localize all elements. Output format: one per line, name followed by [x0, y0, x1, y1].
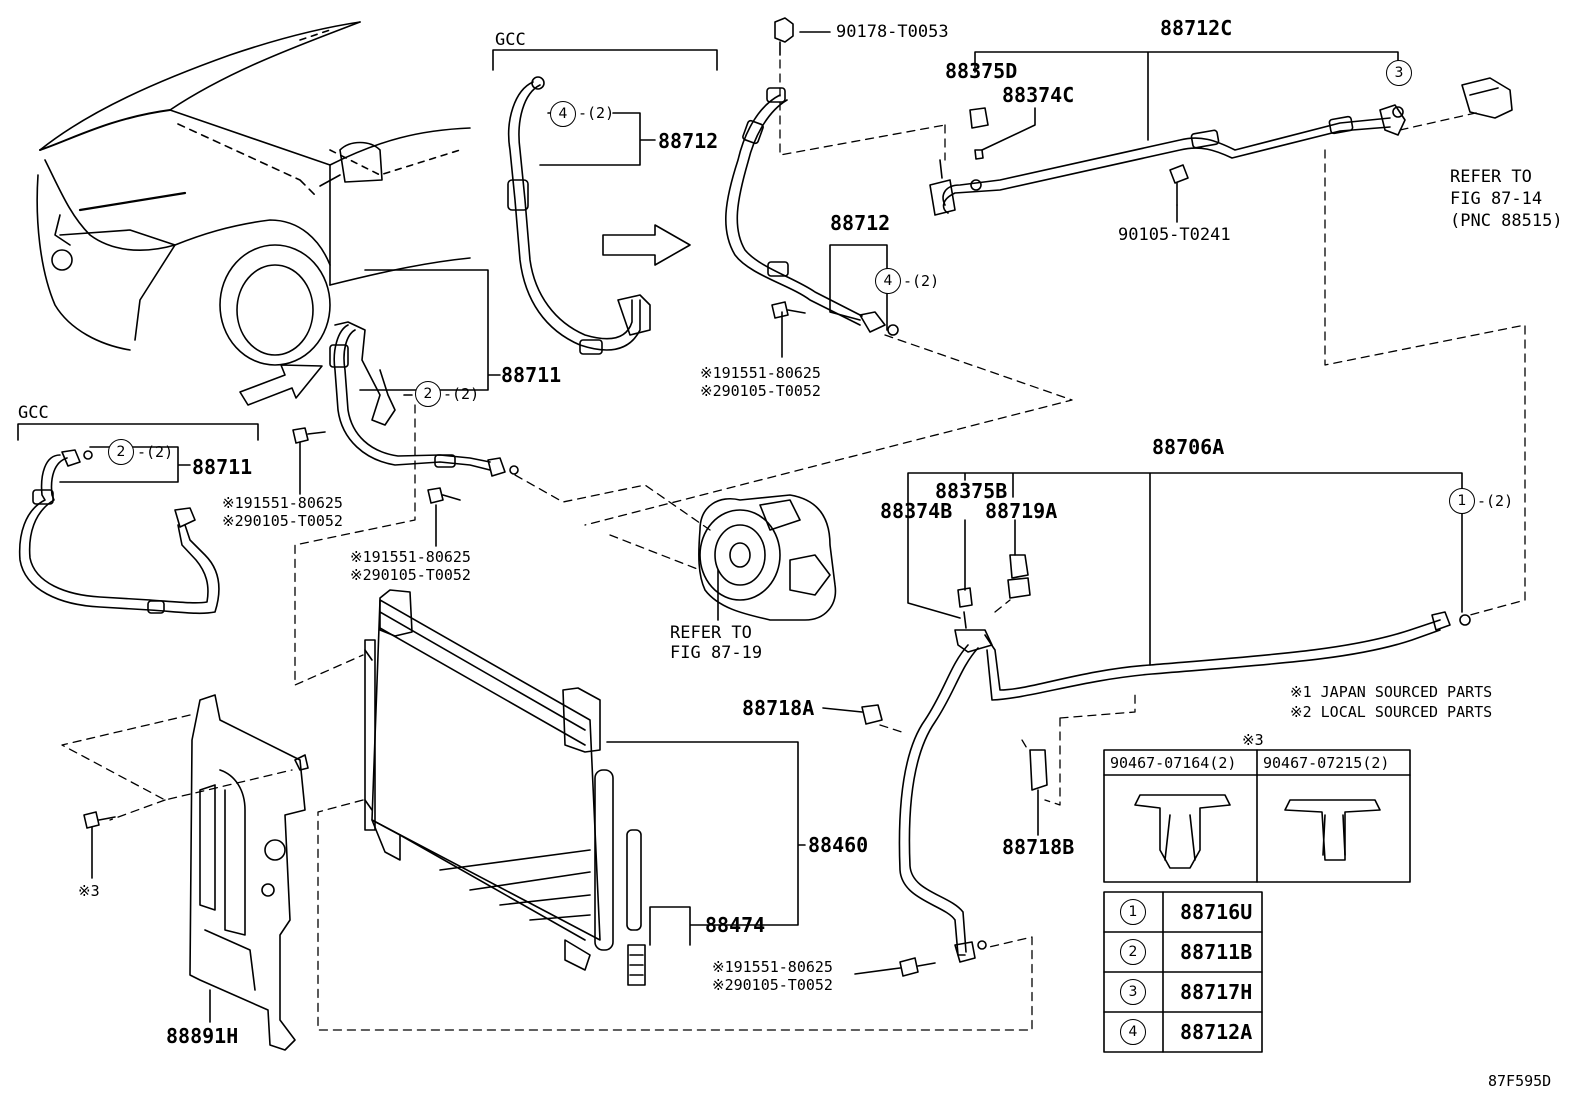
- part-88891H: 88891H: [166, 1024, 239, 1048]
- hose-88711-main: [329, 321, 519, 477]
- callout-3-top: 3: [1386, 60, 1412, 86]
- note-3-clip: ※3: [78, 882, 100, 900]
- tube-88706A: [861, 554, 1471, 963]
- clip-part-90467-07164: 90467-07164(2): [1110, 754, 1237, 772]
- callout-2-main: 2: [415, 381, 441, 407]
- ref-row-3-num: 3: [1120, 979, 1146, 1005]
- flow-arrows: [239, 224, 691, 406]
- part-88460: 88460: [808, 833, 869, 857]
- part-88712C: 88712C: [1160, 16, 1233, 40]
- ref-row-1-num: 1: [1120, 899, 1146, 925]
- callout-2-gcc: 2: [108, 439, 134, 465]
- part-88719A: 88719A: [985, 499, 1058, 523]
- clip-table: [1103, 749, 1411, 883]
- note-bolt-upper: ※191551-80625 ※290105-T0052: [700, 364, 821, 400]
- figure-code: 87F595D: [1488, 1072, 1552, 1090]
- bolts: [83, 301, 936, 977]
- clip-table-header: ※3: [1242, 731, 1264, 749]
- car-illustration: [36, 21, 471, 366]
- qty-callout-2-main: -(2): [443, 385, 480, 403]
- part-88374C: 88374C: [1002, 83, 1075, 107]
- clip-part-90467-07215: 90467-07215(2): [1263, 754, 1390, 772]
- part-90105-T0241: 90105-T0241: [1118, 225, 1231, 245]
- dashed-lines: [61, 59, 1526, 1031]
- ref-row-2-part: 88711B: [1180, 940, 1253, 964]
- part-88375B: 88375B: [935, 479, 1008, 503]
- part-90178-T0053: 90178-T0053: [836, 22, 949, 42]
- callout-4-main: 4: [875, 268, 901, 294]
- qty-callout-4-gcc: -(2): [578, 104, 615, 122]
- note-bolt-left: ※191551-80625 ※290105-T0052: [222, 494, 343, 530]
- ref-row-3-part: 88717H: [1180, 980, 1253, 1004]
- qty-callout-4-main: -(2): [903, 272, 940, 290]
- part-88712-gcc: 88712: [658, 129, 719, 153]
- ref-row-4-num: 4: [1120, 1019, 1146, 1045]
- refer-fig-87-14: REFER TO FIG 87-14 (PNC 88515): [1450, 167, 1563, 231]
- part-88711-gcc: 88711: [192, 455, 253, 479]
- connector-88515: [1461, 77, 1513, 119]
- callout-4-gcc: 4: [550, 101, 576, 127]
- part-88474: 88474: [705, 913, 766, 937]
- gcc-brackets: [17, 49, 718, 441]
- compressor: [698, 494, 837, 621]
- part-88712-main: 88712: [830, 211, 891, 235]
- reference-table: [1103, 891, 1263, 1053]
- note-bolt-center: ※191551-80625 ※290105-T0052: [350, 548, 471, 584]
- part-88375D: 88375D: [945, 59, 1018, 83]
- refer-fig-87-19: REFER TO FIG 87-19: [670, 623, 763, 663]
- part-88374B: 88374B: [880, 499, 953, 523]
- tube-88712C: [929, 104, 1406, 216]
- ref-row-1-part: 88716U: [1180, 900, 1253, 924]
- note-bolt-lower: ※191551-80625 ※290105-T0052: [712, 958, 833, 994]
- part-88718B: 88718B: [1002, 835, 1075, 859]
- part-88711-main: 88711: [501, 363, 562, 387]
- gcc-label-top: GCC: [495, 30, 526, 50]
- leader-lines: [59, 31, 1463, 1023]
- legend-japan-sourced: ※1 JAPAN SOURCED PARTS: [1290, 683, 1493, 701]
- qty-callout-1-right: -(2): [1477, 492, 1514, 510]
- gcc-label-left: GCC: [18, 403, 49, 423]
- part-88718A: 88718A: [742, 696, 815, 720]
- legend-local-sourced: ※2 LOCAL SOURCED PARTS: [1290, 703, 1493, 721]
- ref-row-4-part: 88712A: [1180, 1020, 1253, 1044]
- condenser-88460: [364, 589, 646, 986]
- part-88706A: 88706A: [1152, 435, 1225, 459]
- ref-row-2-num: 2: [1120, 939, 1146, 965]
- callout-1-right: 1: [1449, 488, 1475, 514]
- hose-88712-gcc: [507, 76, 651, 355]
- shield-88891H: [189, 694, 309, 1051]
- qty-callout-2-gcc: -(2): [137, 443, 174, 461]
- hose-88711-gcc: [18, 449, 220, 615]
- hose-88712-main: [725, 17, 899, 336]
